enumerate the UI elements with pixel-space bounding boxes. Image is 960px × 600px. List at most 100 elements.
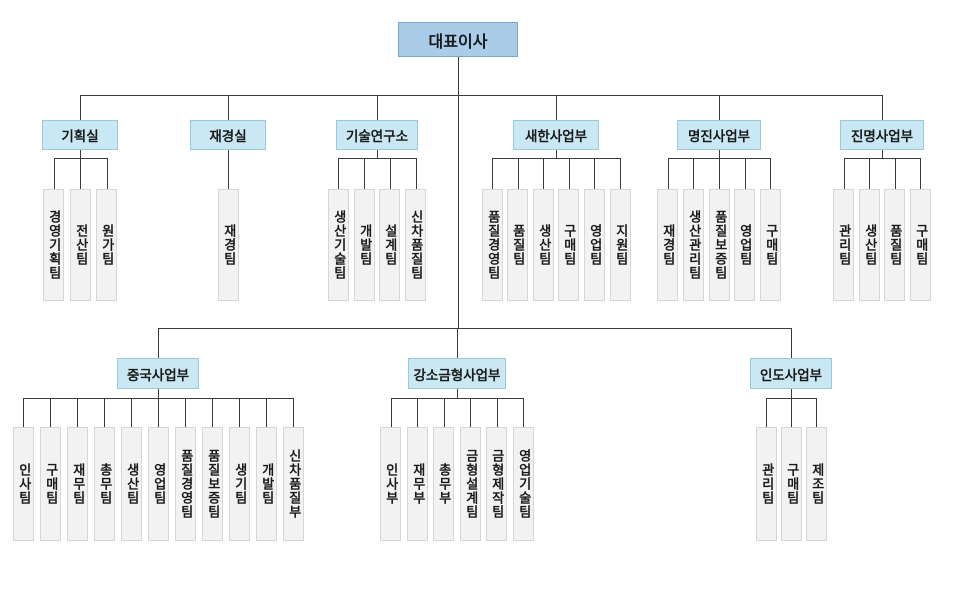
team-box: 지원팀 — [610, 189, 631, 301]
connector-line — [895, 158, 896, 189]
connector-line — [457, 328, 458, 358]
connector-line — [377, 150, 378, 158]
connector-line — [239, 398, 240, 427]
connector-line — [228, 150, 229, 158]
team-box: 원가팀 — [96, 189, 117, 301]
connector-line — [23, 398, 24, 427]
connector-line — [338, 158, 417, 159]
team-box: 구매팀 — [910, 189, 931, 301]
team-box: 금형설계팀 — [460, 427, 481, 541]
connector-line — [107, 158, 108, 189]
division-box: 중국사업부 — [117, 358, 199, 389]
connector-line — [54, 158, 55, 189]
team-box: 재무부 — [407, 427, 428, 541]
connector-line — [843, 158, 922, 159]
team-box: 제조팀 — [806, 427, 827, 541]
team-box: 총무팀 — [94, 427, 115, 541]
team-box: 구매팀 — [558, 189, 579, 301]
team-box: 관리팀 — [833, 189, 854, 301]
connector-line — [104, 398, 105, 427]
team-box: 개발팀 — [256, 427, 277, 541]
connector-line — [158, 389, 159, 398]
division-box: 재경실 — [190, 120, 266, 150]
team-box: 인사팀 — [13, 427, 34, 541]
team-box: 영업팀 — [584, 189, 605, 301]
connector-line — [458, 57, 459, 328]
connector-line — [882, 95, 883, 120]
team-box: 생산기술팀 — [328, 189, 349, 301]
team-box: 품질경영팀 — [482, 189, 503, 301]
team-box: 신차품질팀 — [405, 189, 426, 301]
team-box: 품질보증팀 — [709, 189, 730, 301]
team-box: 설계팀 — [379, 189, 400, 301]
connector-line — [594, 158, 595, 189]
connector-line — [80, 158, 81, 189]
team-box: 영업기술팀 — [513, 427, 534, 541]
connector-line — [293, 398, 294, 427]
team-box: 품질팀 — [884, 189, 905, 301]
team-box: 구매팀 — [781, 427, 802, 541]
connector-line — [80, 95, 81, 120]
team-box: 구매팀 — [760, 189, 781, 301]
connector-line — [620, 158, 621, 189]
connector-line — [497, 398, 498, 427]
connector-line — [158, 398, 159, 427]
team-box: 개발팀 — [354, 189, 375, 301]
connector-line — [391, 398, 392, 427]
connector-line — [766, 398, 767, 427]
connector-line — [920, 158, 921, 189]
connector-line — [80, 95, 883, 96]
connector-line — [212, 398, 213, 427]
connector-line — [543, 158, 544, 189]
team-box: 재무팀 — [67, 427, 88, 541]
connector-line — [844, 158, 845, 189]
connector-line — [228, 158, 229, 189]
connector-line — [390, 158, 391, 189]
connector-line — [228, 95, 229, 120]
connector-line — [158, 328, 792, 329]
connector-line — [569, 158, 570, 189]
connector-line — [457, 389, 458, 398]
connector-line — [338, 158, 339, 189]
team-box: 영업팀 — [734, 189, 755, 301]
division-box: 새한사업부 — [513, 120, 599, 150]
connector-line — [556, 95, 557, 120]
connector-line — [364, 158, 365, 189]
connector-line — [791, 328, 792, 358]
team-box: 영업팀 — [148, 427, 169, 541]
connector-line — [417, 398, 418, 427]
team-box: 관리팀 — [756, 427, 777, 541]
team-box: 전산팀 — [70, 189, 91, 301]
connector-line — [77, 398, 78, 427]
division-box: 강소금형사업부 — [408, 358, 506, 389]
team-box: 총무부 — [433, 427, 454, 541]
connector-line — [80, 150, 81, 158]
connector-line — [158, 328, 159, 358]
connector-line — [791, 389, 792, 398]
team-box: 금형제작팀 — [486, 427, 507, 541]
division-box: 기획실 — [42, 120, 118, 150]
connector-line — [492, 158, 493, 189]
connector-line — [492, 158, 621, 159]
team-box: 신차품질부 — [283, 427, 304, 541]
team-box: 재경팀 — [657, 189, 678, 301]
connector-line — [523, 398, 524, 427]
team-box: 경영기획팀 — [43, 189, 64, 301]
connector-line — [869, 158, 870, 189]
connector-line — [791, 398, 792, 427]
connector-line — [266, 398, 267, 427]
connector-line — [470, 398, 471, 427]
team-box: 품질경영팀 — [175, 427, 196, 541]
division-box: 인도사업부 — [750, 358, 832, 389]
team-box: 생기팀 — [229, 427, 250, 541]
connector-line — [719, 150, 720, 158]
connector-line — [131, 398, 132, 427]
team-box: 구매팀 — [40, 427, 61, 541]
team-box: 생산팀 — [533, 189, 554, 301]
team-box: 재경팀 — [218, 189, 239, 301]
team-box: 생산관리팀 — [683, 189, 704, 301]
division-box: 명진사업부 — [677, 120, 761, 150]
connector-line — [556, 150, 557, 158]
connector-line — [444, 398, 445, 427]
